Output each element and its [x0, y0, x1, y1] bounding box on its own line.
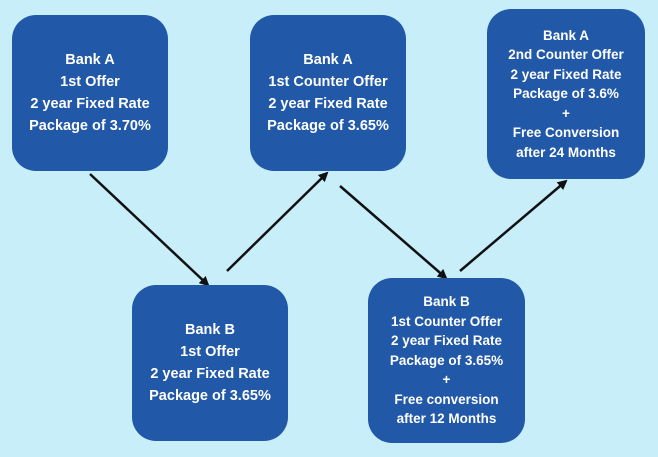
node-bank-a-1st-counter-offer: Bank A 1st Counter Offer 2 year Fixed Ra…: [250, 15, 406, 171]
node-line: Free conversion: [394, 391, 499, 407]
node-line: after 12 Months: [396, 411, 497, 427]
node-line: Package of 3.65%: [149, 388, 271, 404]
node-line: 1st Offer: [180, 344, 240, 360]
node-line: Bank A: [542, 27, 589, 43]
node-bank-a-2nd-counter-offer: Bank A 2nd Counter Offer 2 year Fixed Ra…: [487, 9, 645, 179]
node-line: Bank A: [65, 52, 115, 68]
node-line: 2 year Fixed Rate: [510, 66, 622, 82]
node-line: Package of 3.65%: [267, 118, 389, 134]
node-line: 2 year Fixed Rate: [150, 366, 270, 382]
node-line: 1st Counter Offer: [268, 74, 388, 90]
node-line: Package of 3.65%: [389, 352, 504, 368]
node-line: after 24 Months: [516, 144, 616, 160]
node-line: 2nd Counter Offer: [508, 47, 624, 63]
node-line: 1st Counter Offer: [390, 313, 502, 329]
node-line: +: [442, 372, 451, 388]
arrow-a2-to-b2: [339, 185, 448, 280]
node-line: 2 year Fixed Rate: [390, 333, 503, 349]
node-bank-b-1st-counter-offer: Bank B 1st Counter Offer 2 year Fixed Ra…: [368, 278, 525, 443]
node-line: Bank B: [185, 322, 235, 338]
node-bank-a-1st-offer: Bank A 1st Offer 2 year Fixed Rate Packa…: [12, 15, 168, 171]
node-line: Bank B: [423, 294, 470, 310]
arrow-a1-to-b1: [89, 173, 210, 287]
node-line: 2 year Fixed Rate: [30, 96, 150, 112]
node-line: Free Conversion: [512, 125, 620, 141]
node-bank-b-1st-offer: Bank B 1st Offer 2 year Fixed Rate Packa…: [132, 285, 288, 441]
arrow-b1-to-a2: [226, 171, 329, 272]
arrow-b2-to-a3: [459, 179, 568, 272]
node-line: Package of 3.70%: [29, 118, 151, 134]
node-line: Package of 3.6%: [513, 86, 619, 102]
node-line: 2 year Fixed Rate: [268, 96, 388, 112]
node-line: 1st Offer: [60, 74, 120, 90]
node-line: +: [562, 105, 570, 121]
node-line: Bank A: [303, 52, 353, 68]
